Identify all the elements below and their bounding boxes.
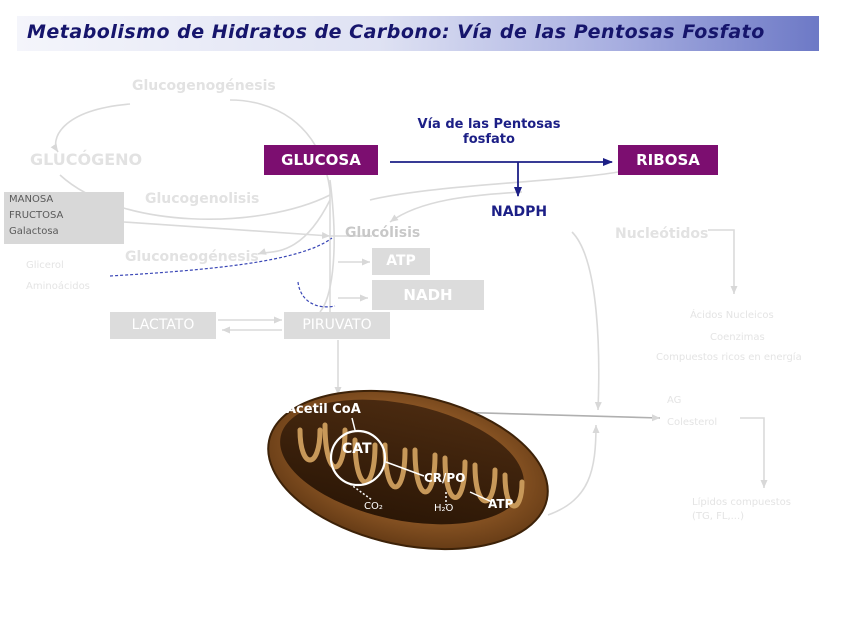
via-label-line2: fosfato bbox=[463, 132, 515, 147]
label-nadph: NADPH bbox=[491, 204, 548, 220]
label-coenzimas: Coenzimas bbox=[710, 332, 765, 343]
label-lipidos-line2: (TG, FL,...) bbox=[692, 511, 745, 522]
nadh-label: NADH bbox=[403, 286, 453, 304]
nadh-box: NADH bbox=[372, 280, 484, 310]
piruvato-label: PIRUVATO bbox=[302, 317, 372, 333]
dashed-piruvato bbox=[297, 281, 336, 308]
label-galactosa: Galactosa bbox=[9, 226, 59, 237]
label-lipidos-line1: Lípidos compuestos bbox=[692, 497, 791, 508]
label-cat: CAT bbox=[342, 441, 372, 457]
label-gluconeogenesis: Gluconeogénesis bbox=[125, 249, 259, 265]
hexoses-box: MANOSA FRUCTOSA Galactosa bbox=[4, 192, 124, 244]
title-bar: Metabolismo de Hidratos de Carbono: Vía … bbox=[17, 16, 819, 51]
dashed-gluconeo bbox=[109, 237, 333, 277]
label-cr-po: CR/PO bbox=[424, 471, 466, 485]
via-label-line1: Vía de las Pentosas bbox=[417, 117, 561, 132]
glucosa-box: GLUCOSA bbox=[264, 145, 378, 175]
label-fructosa: FRUCTOSA bbox=[9, 210, 64, 221]
label-h2o: H₂O bbox=[434, 503, 454, 514]
label-co2: CO₂ bbox=[364, 501, 383, 512]
slide-title: Metabolismo de Hidratos de Carbono: Vía … bbox=[27, 21, 765, 43]
label-acetil-coa: Acetil CoA bbox=[286, 402, 361, 417]
label-ag: AG bbox=[667, 395, 682, 406]
atp-box: ATP bbox=[372, 248, 430, 275]
label-mito-atp: ATP bbox=[488, 497, 514, 511]
label-compuestos-ricos: Compuestos ricos en energía bbox=[656, 352, 802, 363]
label-glucolisis: Glucólisis bbox=[345, 225, 421, 241]
mitochondrion-illustration bbox=[267, 389, 549, 551]
label-glicerol: Glicerol bbox=[26, 260, 64, 271]
lactato-box: LACTATO bbox=[110, 312, 216, 339]
label-acidos-nucleicos: Ácidos Nucleicos bbox=[690, 310, 774, 321]
label-manosa: MANOSA bbox=[9, 194, 54, 205]
arrow-hexoses-to-glycolysis bbox=[123, 221, 331, 239]
glucosa-label: GLUCOSA bbox=[281, 151, 361, 169]
piruvato-box: PIRUVATO bbox=[284, 312, 390, 339]
label-glucogenolisis: Glucogenolisis bbox=[145, 191, 260, 207]
label-glucogeno: GLUCÓGENO bbox=[30, 150, 143, 169]
via-pentosas-label: Vía de las Pentosas fosfato bbox=[404, 117, 574, 147]
label-colesterol: Colesterol bbox=[667, 417, 718, 428]
ribosa-box: RIBOSA bbox=[618, 145, 718, 175]
label-glucogenogenesis: Glucogenogénesis bbox=[132, 78, 276, 94]
lactato-label: LACTATO bbox=[131, 317, 195, 333]
arrow-colesterol-down bbox=[740, 417, 768, 488]
arrow-nucleotidos-down bbox=[708, 229, 738, 294]
ribosa-label: RIBOSA bbox=[636, 151, 700, 169]
arrow-glucogenogenesis-left bbox=[50, 103, 131, 153]
atp-label: ATP bbox=[386, 253, 416, 269]
label-nucleotidos: Nucleótidos bbox=[615, 226, 709, 242]
label-aminoacidos: Aminoácidos bbox=[26, 281, 90, 292]
